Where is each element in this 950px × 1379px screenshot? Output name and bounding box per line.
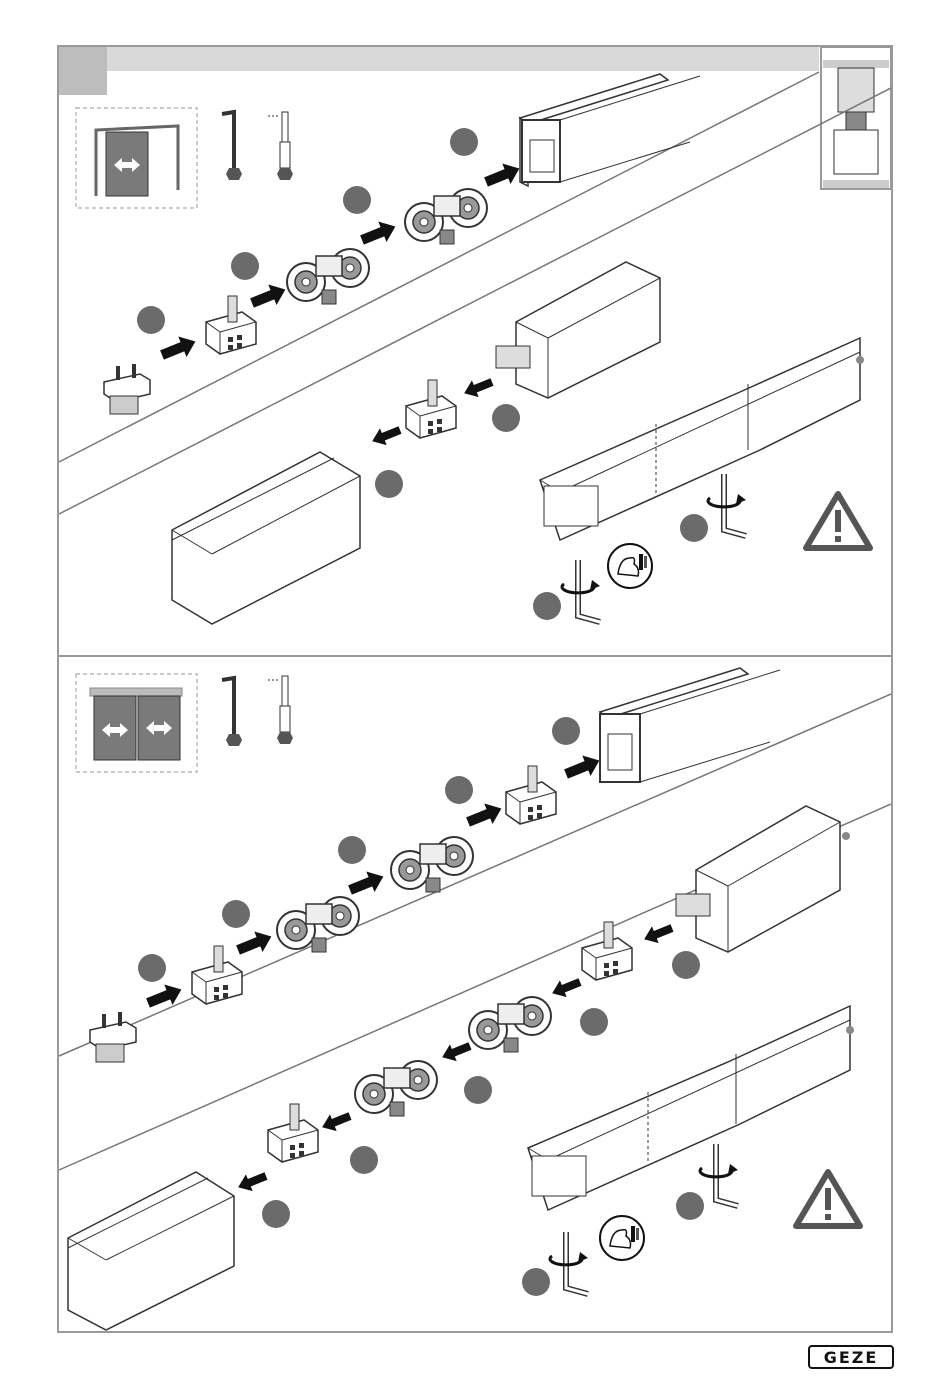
stopper-block	[206, 296, 256, 354]
stopper-block	[268, 1104, 318, 1162]
roller-trolley	[391, 837, 473, 892]
roller-trolley	[405, 189, 487, 244]
arrow-icon	[549, 974, 584, 1002]
step-badge	[680, 514, 708, 542]
stopper-block	[582, 922, 632, 980]
mounting-clamp	[90, 1012, 136, 1062]
step-badge	[222, 900, 250, 928]
roller-trolley	[469, 997, 551, 1052]
hex-key-turn-icon	[550, 1232, 588, 1294]
step-badge	[533, 592, 561, 620]
step-badge	[350, 1146, 378, 1174]
step-badge	[672, 951, 700, 979]
track-end-lower	[676, 806, 850, 952]
step-badge	[262, 1200, 290, 1228]
step-badge	[676, 1192, 704, 1220]
step-badge	[552, 717, 580, 745]
brand-logo-text: GEZE	[824, 1348, 879, 1367]
arrow-icon	[319, 1108, 354, 1136]
step-badge	[464, 1076, 492, 1104]
arrow-icon	[234, 926, 276, 960]
step-badge	[338, 836, 366, 864]
arrow-icon	[358, 216, 400, 250]
track-profile	[68, 1172, 234, 1330]
hex-key-turn-icon	[708, 474, 746, 536]
step-badge	[522, 1268, 550, 1296]
track-profile	[172, 452, 360, 624]
step-badge	[231, 252, 259, 280]
allen-key-icon	[222, 112, 242, 180]
hex-bit-icon	[268, 112, 293, 180]
hex-key-turn-icon	[700, 1144, 738, 1206]
arrow-icon	[439, 1038, 474, 1066]
stopper-block	[406, 380, 456, 438]
arrow-icon	[248, 279, 290, 313]
hex-bit-icon	[268, 676, 293, 744]
arrow-icon	[235, 1168, 270, 1196]
step-badge	[343, 186, 371, 214]
mounting-clamp	[104, 364, 150, 414]
tighten-firmly-icon	[600, 1216, 644, 1260]
arrow-icon	[158, 331, 200, 365]
track-end-upper	[520, 74, 700, 186]
arrow-icon	[562, 750, 604, 784]
door-pictogram-double	[76, 674, 197, 772]
door-pictogram-single	[76, 108, 197, 208]
arrow-icon	[346, 866, 388, 900]
roller-trolley	[277, 897, 359, 952]
warning-triangle-icon	[796, 1172, 860, 1226]
step-badge	[580, 1008, 608, 1036]
tighten-firmly-icon	[608, 544, 652, 588]
track-end-upper	[600, 668, 780, 782]
roller-trolley	[355, 1061, 437, 1116]
allen-key-icon	[222, 678, 242, 746]
rail-assembly	[528, 1006, 854, 1210]
roller-trolley	[287, 249, 369, 304]
step-badge	[450, 128, 478, 156]
step-badge	[375, 470, 403, 498]
stopper-block	[506, 766, 556, 824]
arrow-icon	[641, 920, 676, 948]
step-badge	[137, 306, 165, 334]
step-badge	[492, 404, 520, 432]
arrow-icon	[482, 158, 524, 192]
stopper-block	[192, 946, 242, 1004]
arrow-icon	[369, 422, 404, 450]
warning-triangle-icon	[806, 494, 870, 548]
step-badge	[138, 954, 166, 982]
track-end-lower	[496, 262, 660, 398]
arrow-icon	[464, 798, 506, 832]
hex-key-turn-icon	[562, 560, 600, 622]
brand-logo: GEZE	[808, 1345, 894, 1369]
step-badge	[445, 776, 473, 804]
arrow-icon	[461, 374, 496, 402]
arrow-icon	[144, 979, 186, 1013]
